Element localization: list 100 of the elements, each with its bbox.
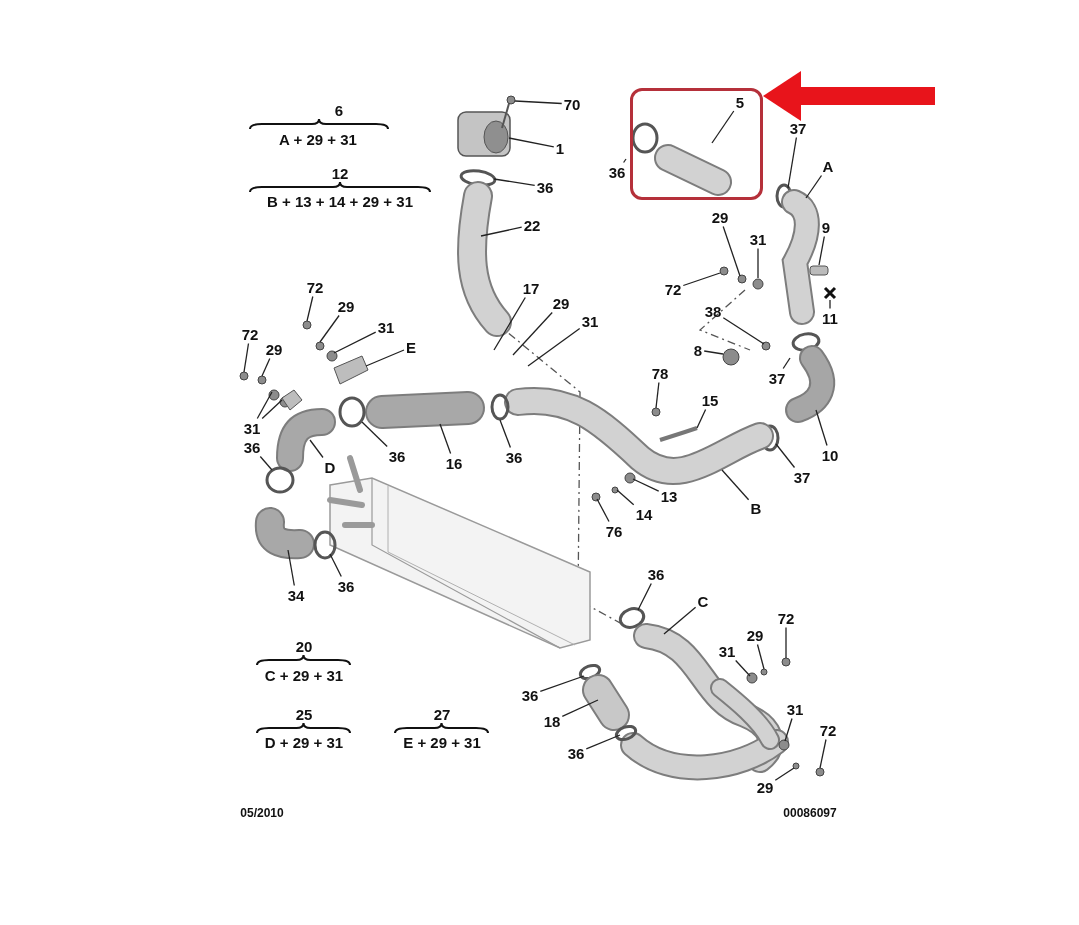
leader-line xyxy=(818,235,825,266)
callout-number: 22 xyxy=(523,217,541,233)
callout-number: 37 xyxy=(768,370,786,386)
leader-line xyxy=(493,178,536,187)
callout-number: 36 xyxy=(521,687,539,703)
callout-number: 38 xyxy=(704,303,722,319)
leader-line xyxy=(722,317,765,345)
leader-line xyxy=(655,381,660,409)
leader-line xyxy=(784,717,793,742)
leader-line xyxy=(632,478,660,492)
pointer-arrow xyxy=(763,71,935,121)
leader-line xyxy=(329,553,342,578)
leader-line xyxy=(256,391,273,420)
callout-number: 11 xyxy=(822,310,838,326)
callout-number: 31 xyxy=(749,231,767,247)
callout-number: 76 xyxy=(605,523,623,539)
callout-number: 34 xyxy=(287,587,305,603)
callout-number: 31 xyxy=(377,319,395,335)
leader-line xyxy=(596,498,610,523)
callout-number: 18 xyxy=(543,713,561,729)
highlight-frame xyxy=(630,88,763,200)
kit-contents: A + 29 + 31 xyxy=(279,131,357,147)
leader-line xyxy=(735,659,751,677)
kit-contents: E + 29 + 31 xyxy=(403,734,481,750)
leader-line xyxy=(703,350,724,355)
callout-number: 36 xyxy=(243,439,261,455)
leader-line xyxy=(259,455,273,471)
callout-number: 37 xyxy=(793,469,811,485)
kit-contents: B + 13 + 14 + 29 + 31 xyxy=(267,193,413,209)
callout-number: 78 xyxy=(651,365,669,381)
leader-line xyxy=(319,314,340,343)
leader-line xyxy=(499,419,512,449)
leader-line xyxy=(663,606,697,635)
leader-line xyxy=(637,582,652,611)
callout-number: 36 xyxy=(536,179,554,195)
leader-line xyxy=(493,296,526,351)
leader-line xyxy=(243,342,250,373)
callout-number: 36 xyxy=(567,745,585,761)
callout-number: 36 xyxy=(337,578,355,594)
leader-line xyxy=(365,349,405,367)
date-code: 05/2010 xyxy=(240,807,284,819)
callout-number: 70 xyxy=(563,96,581,112)
callout-number: 13 xyxy=(660,488,678,504)
leader-line xyxy=(287,549,295,587)
leader-line xyxy=(696,408,707,429)
callout-number: 31 xyxy=(718,643,736,659)
leader-line xyxy=(819,738,827,769)
callout-number: 31 xyxy=(786,701,804,717)
leader-line xyxy=(774,767,795,781)
leader-line xyxy=(539,675,585,693)
callout-number: D xyxy=(324,459,336,475)
callout-number: 36 xyxy=(505,449,523,465)
leader-line xyxy=(585,734,621,750)
callout-number: 29 xyxy=(552,295,570,311)
callout-number: 16 xyxy=(445,455,463,471)
callout-number: 36 xyxy=(608,164,626,180)
drawing-number: 00086097 xyxy=(783,807,837,819)
callout-number: 9 xyxy=(821,219,831,235)
callout-number: 8 xyxy=(693,342,703,358)
callout-number: 31 xyxy=(243,420,261,436)
callout-number: 72 xyxy=(664,281,682,297)
kit-number: 20 xyxy=(295,638,313,654)
callout-number: 29 xyxy=(265,341,283,357)
callout-number: 29 xyxy=(746,627,764,643)
leader-line xyxy=(561,699,599,717)
callout-number: 72 xyxy=(777,610,795,626)
callout-number: 36 xyxy=(388,448,406,464)
leader-line xyxy=(439,423,452,455)
leader-line xyxy=(785,626,787,659)
callout-number: E xyxy=(406,339,416,355)
leader-line xyxy=(261,357,271,377)
leader-line xyxy=(782,357,791,370)
leader-line xyxy=(711,110,735,144)
leader-line xyxy=(333,331,377,354)
callout-number: C xyxy=(697,593,709,609)
callout-number: 29 xyxy=(337,298,355,314)
leader-line xyxy=(757,247,759,279)
kit-number: 6 xyxy=(334,102,344,118)
leader-line xyxy=(756,643,765,670)
leader-line xyxy=(616,489,635,506)
leader-line xyxy=(682,272,721,287)
callout-number: B xyxy=(750,500,762,516)
leader-line xyxy=(775,443,796,469)
leader-line xyxy=(829,299,831,310)
callout-number: 72 xyxy=(819,722,837,738)
leader-line xyxy=(805,174,823,199)
leader-line xyxy=(306,295,314,322)
callout-number: 29 xyxy=(756,779,774,795)
callout-number: 36 xyxy=(647,566,665,582)
leader-line xyxy=(721,469,750,501)
leader-line xyxy=(722,225,741,277)
leader-line xyxy=(261,399,283,420)
kit-number: 12 xyxy=(331,165,349,181)
callout-number: 31 xyxy=(581,313,599,329)
leader-line xyxy=(787,136,798,189)
kit-number: 27 xyxy=(433,706,451,722)
callout-number: 10 xyxy=(821,447,839,463)
callout-number: 15 xyxy=(701,392,719,408)
leader-line xyxy=(527,327,581,367)
callout-number: 72 xyxy=(306,279,324,295)
